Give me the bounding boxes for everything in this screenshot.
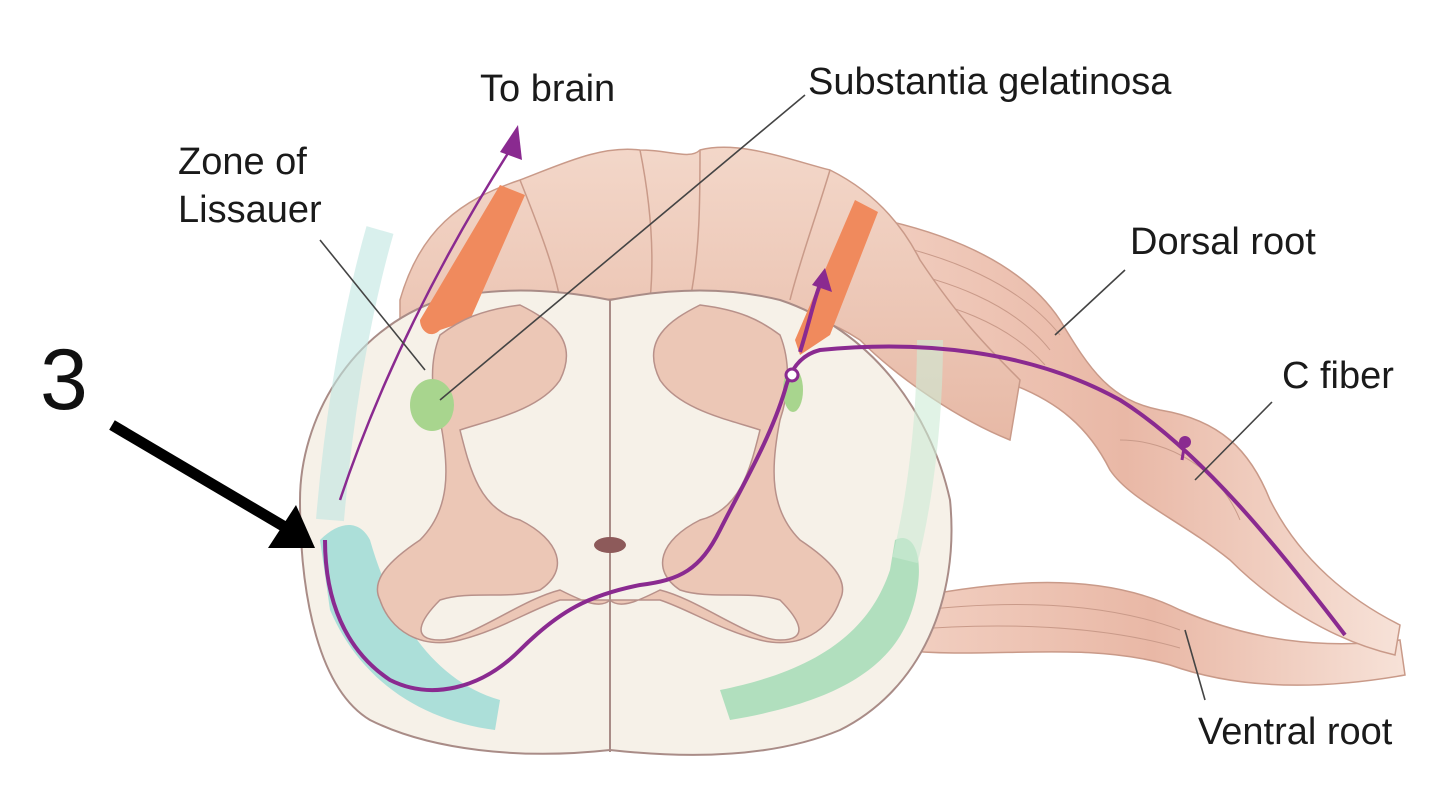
marker-number: 3 — [40, 332, 88, 428]
label-lissauer: Lissauer — [178, 189, 322, 231]
central-canal — [594, 537, 626, 553]
c-fiber-pathway — [323, 344, 1347, 692]
label-zone-of: Zone of — [178, 141, 307, 183]
ventral-root-bundle — [899, 581, 1406, 686]
substantia-gelatinosa-left — [410, 379, 454, 431]
marker-arrow — [109, 420, 315, 548]
spinothalamic-tract-left — [320, 525, 500, 730]
label-ventral-root: Ventral root — [1198, 711, 1393, 753]
gray-matter — [376, 304, 844, 644]
zone-of-lissauer-left — [420, 185, 525, 335]
label-c-fiber: C fiber — [1282, 355, 1394, 397]
label-dorsal-root: Dorsal root — [1130, 221, 1316, 263]
leader-lines — [319, 94, 1273, 701]
label-substantia-gelatinosa: Substantia gelatinosa — [808, 61, 1172, 103]
to-brain-tract — [338, 149, 512, 501]
label-to-brain: To brain — [480, 68, 616, 110]
zone-of-lissauer-right — [795, 200, 878, 355]
